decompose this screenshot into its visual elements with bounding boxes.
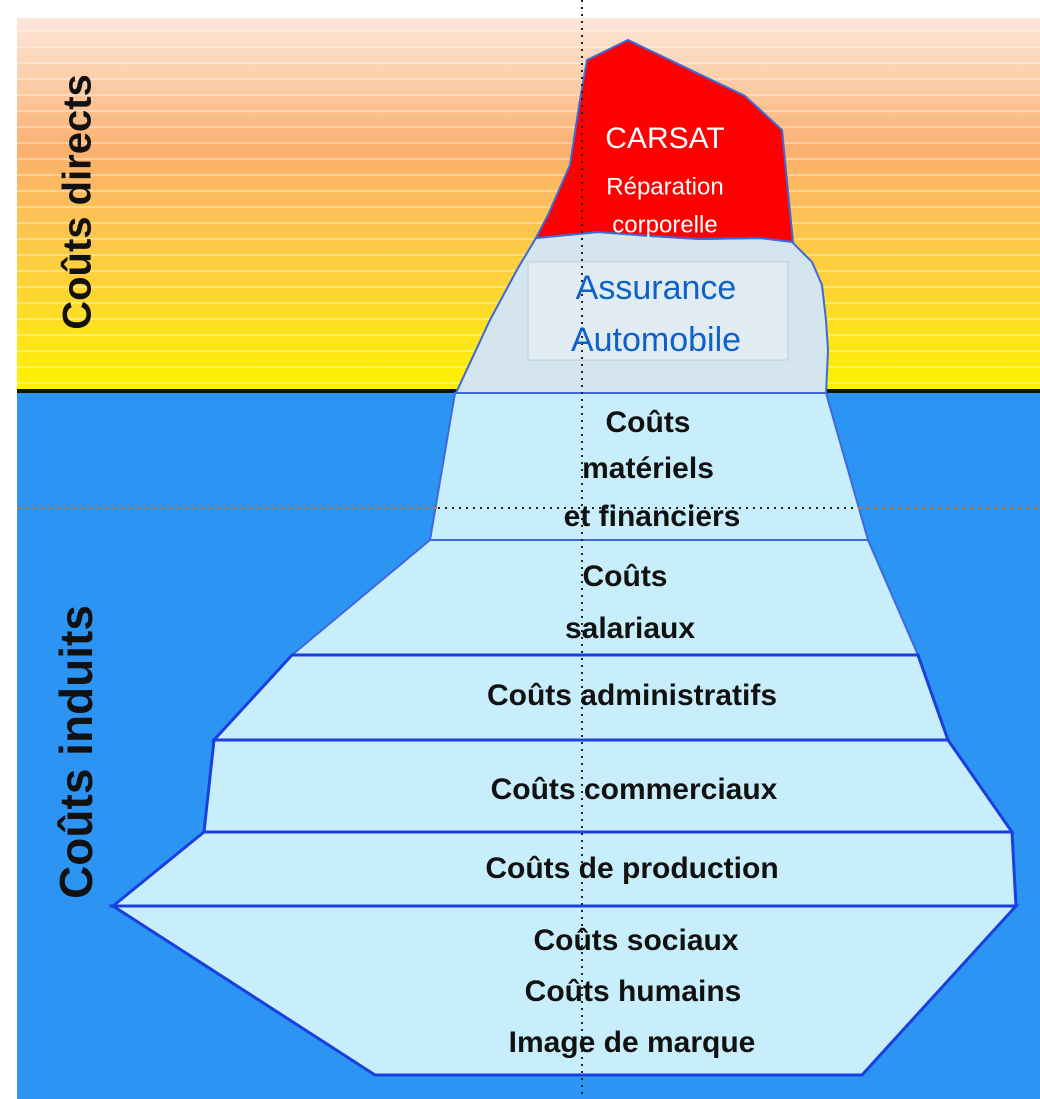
production-label: Coûts de production — [485, 852, 778, 885]
label-direct-costs: Coûts directs — [56, 74, 100, 330]
tip-subtitle-1: Réparation — [606, 173, 723, 200]
tip-subtitle-2: corporelle — [612, 211, 717, 238]
above-water-line1: Assurance — [576, 269, 737, 307]
material-line1: Coûts — [606, 406, 691, 439]
label-induced-costs: Coûts induits — [50, 605, 102, 899]
above-water-line2: Automobile — [571, 321, 741, 359]
material-line3: et financiers — [564, 500, 741, 533]
bottom-line3: Image de marque — [509, 1026, 756, 1059]
layer-bottom — [107, 904, 1020, 1077]
commercial-label: Coûts commerciaux — [491, 773, 778, 806]
bottom-line2: Coûts humains — [525, 975, 742, 1008]
assurance-box — [527, 261, 789, 361]
salary-line1: Coûts — [583, 560, 668, 593]
administrative-label: Coûts administratifs — [487, 679, 777, 712]
tip-carsat — [534, 38, 795, 244]
salary-line2: salariaux — [565, 612, 695, 645]
tip-title: CARSAT — [605, 122, 724, 155]
bottom-line1: Coûts sociaux — [533, 924, 738, 957]
material-line2: matériels — [582, 452, 714, 485]
